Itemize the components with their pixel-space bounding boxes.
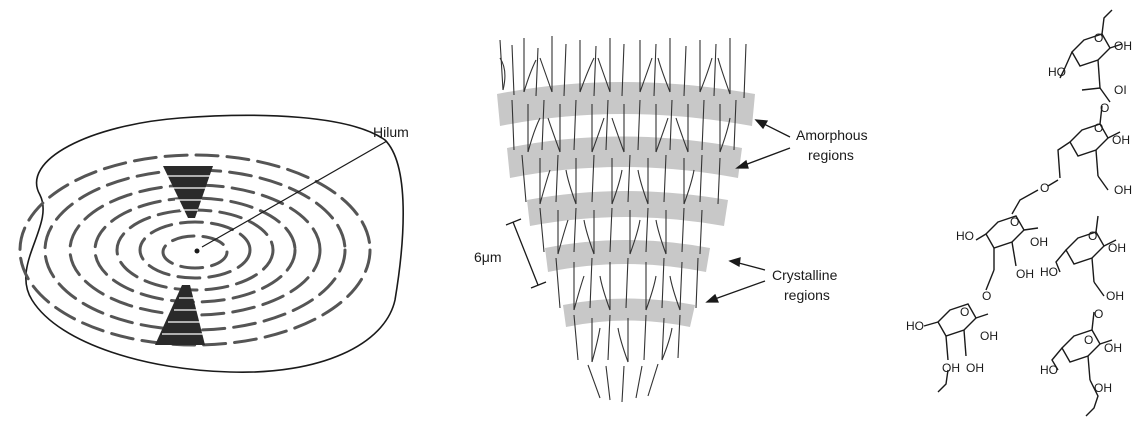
oxygen-label: O <box>1084 333 1093 347</box>
oxygen-label: O <box>960 305 969 319</box>
glucose-ring <box>1062 330 1100 362</box>
hydroxyl-label: OH <box>1016 267 1034 281</box>
hydroxyl-label: OI <box>1114 83 1127 97</box>
amorphous-bands <box>497 82 755 327</box>
hydroxyl-label: OH <box>1108 241 1126 255</box>
spacing-label: 6μm <box>474 249 502 265</box>
oxygen-label: O <box>1100 101 1109 115</box>
hydroxyl-label: HO <box>1040 363 1058 377</box>
glucose-ring <box>1072 34 1110 66</box>
granule-outline <box>26 115 403 372</box>
hydroxyl-label: HO <box>956 229 974 243</box>
oxygen-label: O <box>1040 181 1049 195</box>
hydroxyl-label: OH <box>1106 289 1124 303</box>
oxygen-label: O <box>1094 307 1103 321</box>
oxygen-label: O <box>1010 215 1019 229</box>
hydroxyl-label: OH <box>980 329 998 343</box>
hydroxyl-label: OH <box>1114 39 1132 53</box>
spacing-marker <box>506 219 546 288</box>
oxygen-label: O <box>1094 121 1103 135</box>
glucose-ring <box>1066 232 1104 264</box>
hilum-dot <box>195 249 200 254</box>
hydroxyl-label: OH <box>942 361 960 375</box>
hydroxyl-label: HO <box>1048 65 1066 79</box>
lower-blocklet-cluster <box>155 285 205 345</box>
cluster-panel: 6μm Amorphous regions Crystalline region… <box>474 36 871 402</box>
hydroxyl-label: OH <box>1112 133 1130 147</box>
oxygen-label: O <box>982 289 991 303</box>
hilum-label: Hilum <box>373 124 409 140</box>
granule-panel: Hilum <box>20 115 409 372</box>
amorphous-label: Amorphous regions <box>796 127 871 163</box>
oxygen-label: O <box>1088 229 1097 243</box>
hydroxyl-label: OH <box>1114 183 1132 197</box>
crystalline-label: Crystalline regions <box>772 267 841 303</box>
molecule-panel <box>924 10 1122 416</box>
hydroxyl-label: OH <box>1030 235 1048 249</box>
hydroxyl-label: HO <box>906 319 924 333</box>
hydroxyl-label: OH <box>1104 341 1122 355</box>
glucose-ring <box>938 304 976 336</box>
hydroxyl-label: OH <box>966 361 984 375</box>
hydroxyl-label: OH <box>1094 381 1112 395</box>
hydroxyl-label: HO <box>1040 265 1058 279</box>
oxygen-label: O <box>1094 31 1103 45</box>
